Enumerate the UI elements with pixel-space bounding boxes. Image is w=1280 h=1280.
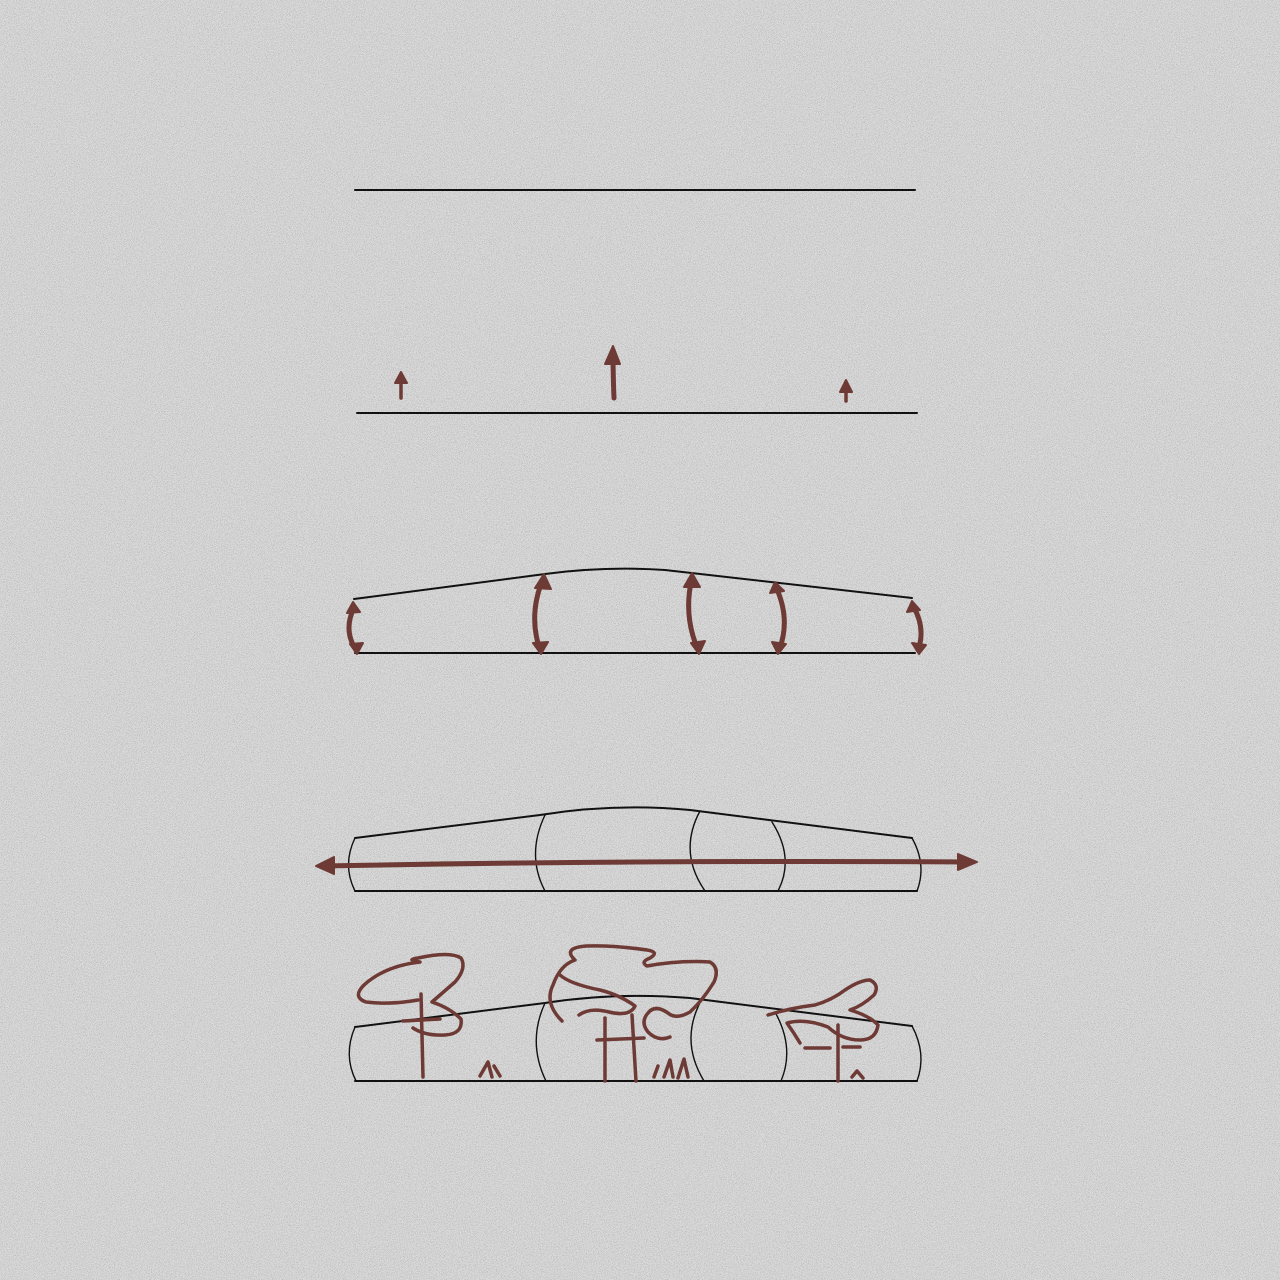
double-arrow-icon: [346, 601, 364, 655]
tree-icon: [356, 952, 465, 1079]
hill-top-curve: [353, 567, 913, 600]
tree-hill-divider: [535, 1002, 547, 1082]
double-arrow-icon: [683, 572, 706, 655]
section-divider: [534, 814, 546, 892]
double-arrow-icon: [532, 573, 552, 655]
section-right-cap: [911, 837, 922, 892]
double-arrow-icon: [906, 600, 927, 655]
tree-hill-divider: [774, 1011, 788, 1082]
section-top-curve: [354, 806, 913, 839]
section-divider: [771, 821, 786, 892]
tree-hill-right-cap: [911, 1025, 922, 1082]
tree-icon: [548, 944, 718, 1083]
step-uplift-arrows: [356, 345, 918, 414]
section-divider: [689, 810, 706, 892]
left-right-arrow-icon: [315, 853, 978, 875]
up-arrow-icon: [604, 345, 621, 401]
tree-icon: [766, 978, 880, 1083]
up-arrow-icon: [394, 371, 408, 400]
up-arrow-icon: [839, 379, 853, 403]
grass-icon: [478, 1057, 865, 1080]
step-hill-with-trees: [348, 944, 922, 1083]
tree-hill-divider: [690, 998, 705, 1082]
step-curved-hill: [346, 567, 927, 655]
double-arrow-icon: [769, 581, 787, 655]
step-cylindrical-sections: [315, 806, 978, 892]
tree-hill-left-cap: [348, 1026, 357, 1082]
